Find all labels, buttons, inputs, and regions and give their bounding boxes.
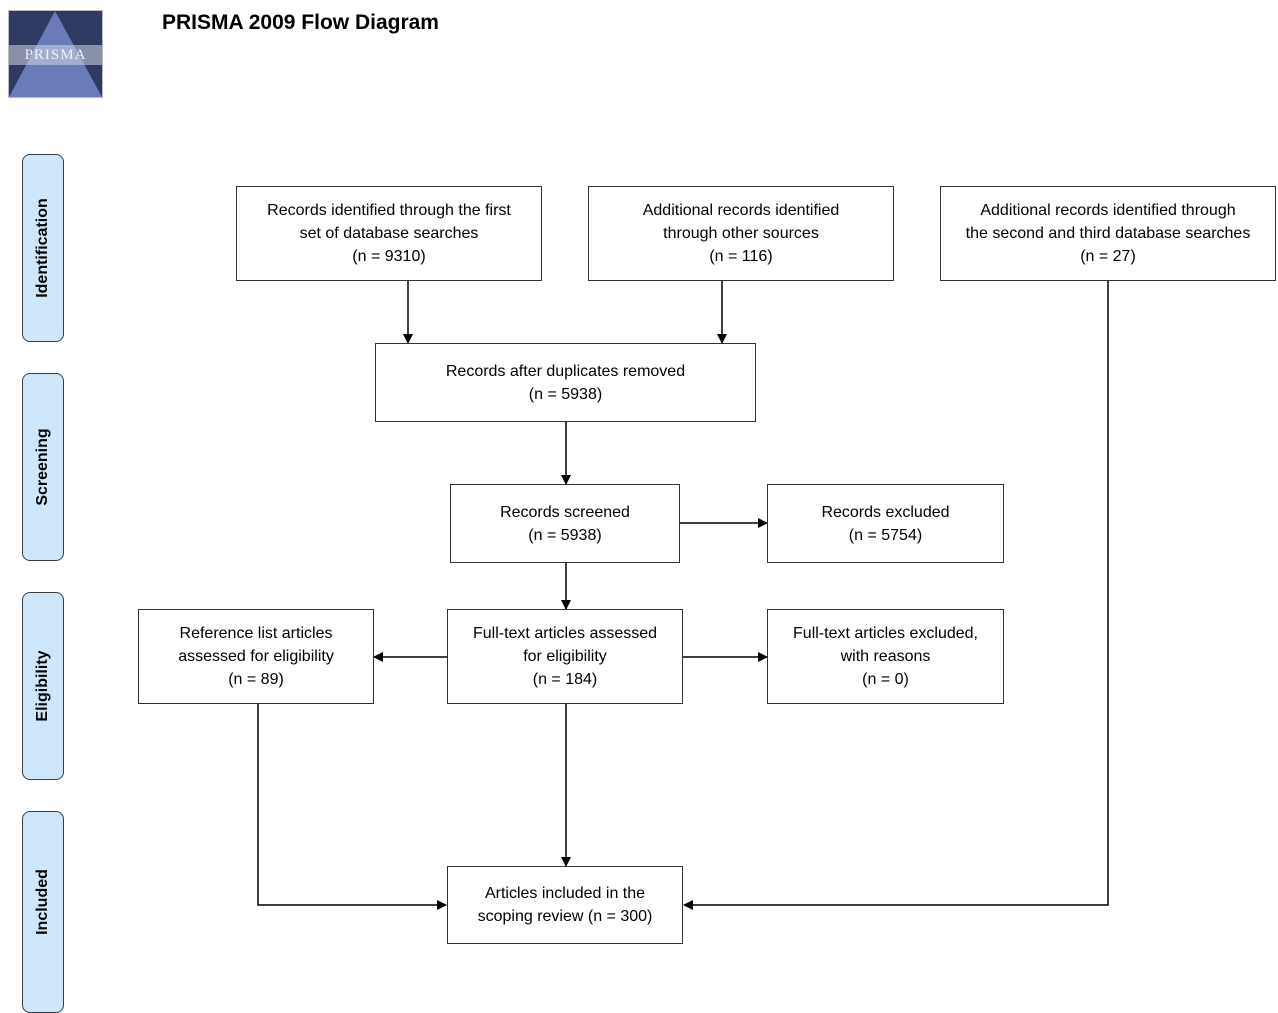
box-line: scoping review (n = 300) bbox=[477, 908, 653, 925]
logo-text: PRISMA bbox=[24, 47, 87, 63]
box-line: Full-text articles assessed bbox=[472, 625, 658, 642]
box-count: (n = 5754) bbox=[848, 526, 923, 544]
box-line: with reasons bbox=[840, 648, 931, 665]
box-fulltext-excluded: Full-text articles excluded, with reason… bbox=[767, 609, 1004, 704]
box-duplicates-removed: Records after duplicates removed (n = 59… bbox=[375, 343, 756, 422]
phase-identification: Identification bbox=[22, 154, 64, 342]
box-second-third-search: Additional records identified through th… bbox=[940, 186, 1276, 281]
arrow-reference-to-included bbox=[257, 704, 447, 910]
phase-eligibility: Eligibility bbox=[22, 592, 64, 780]
box-count: (n = 5938) bbox=[528, 526, 602, 544]
box-count: (n = 116) bbox=[709, 248, 773, 265]
box-count: (n = 5938) bbox=[528, 385, 603, 403]
box-other-sources: Additional records identified through ot… bbox=[588, 186, 894, 281]
prisma-logo: PRISMA bbox=[8, 10, 103, 98]
box-line: Reference list articles bbox=[179, 625, 333, 642]
box-records-excluded: Records excluded (n = 5754) bbox=[767, 484, 1004, 563]
arrow-second-search-to-included bbox=[683, 281, 1109, 910]
box-line: the second and third database searches bbox=[965, 225, 1251, 242]
box-count: (n = 89) bbox=[228, 671, 284, 688]
box-line: through other sources bbox=[663, 225, 819, 242]
box-line: Articles included in the bbox=[484, 885, 646, 902]
box-line: Full-text articles excluded, bbox=[793, 625, 978, 642]
box-line: Records after duplicates removed bbox=[445, 362, 686, 380]
box-line: Records excluded bbox=[821, 503, 950, 521]
box-articles-included: Articles included in the scoping review … bbox=[447, 866, 683, 944]
box-line: Records identified through the first bbox=[267, 202, 511, 219]
phase-screening: Screening bbox=[22, 373, 64, 561]
box-line: Additional records identified bbox=[642, 202, 840, 219]
box-line: Records screened bbox=[500, 503, 630, 521]
box-line: for eligibility bbox=[523, 648, 607, 665]
box-records-screened: Records screened (n = 5938) bbox=[450, 484, 680, 563]
box-count: (n = 0) bbox=[862, 671, 909, 688]
box-line: Additional records identified through bbox=[980, 202, 1236, 219]
box-count: (n = 184) bbox=[532, 671, 598, 688]
box-line: set of database searches bbox=[299, 225, 479, 242]
box-first-database-search: Records identified through the first set… bbox=[236, 186, 542, 281]
phase-included: Included bbox=[22, 811, 64, 1013]
box-fulltext-assessed: Full-text articles assessed for eligibil… bbox=[447, 609, 683, 704]
page-title: PRISMA 2009 Flow Diagram bbox=[162, 11, 439, 34]
box-count: (n = 9310) bbox=[352, 248, 426, 265]
box-count: (n = 27) bbox=[1080, 248, 1136, 265]
box-reference-list: Reference list articles assessed for eli… bbox=[138, 609, 374, 704]
box-line: assessed for eligibility bbox=[178, 648, 334, 665]
